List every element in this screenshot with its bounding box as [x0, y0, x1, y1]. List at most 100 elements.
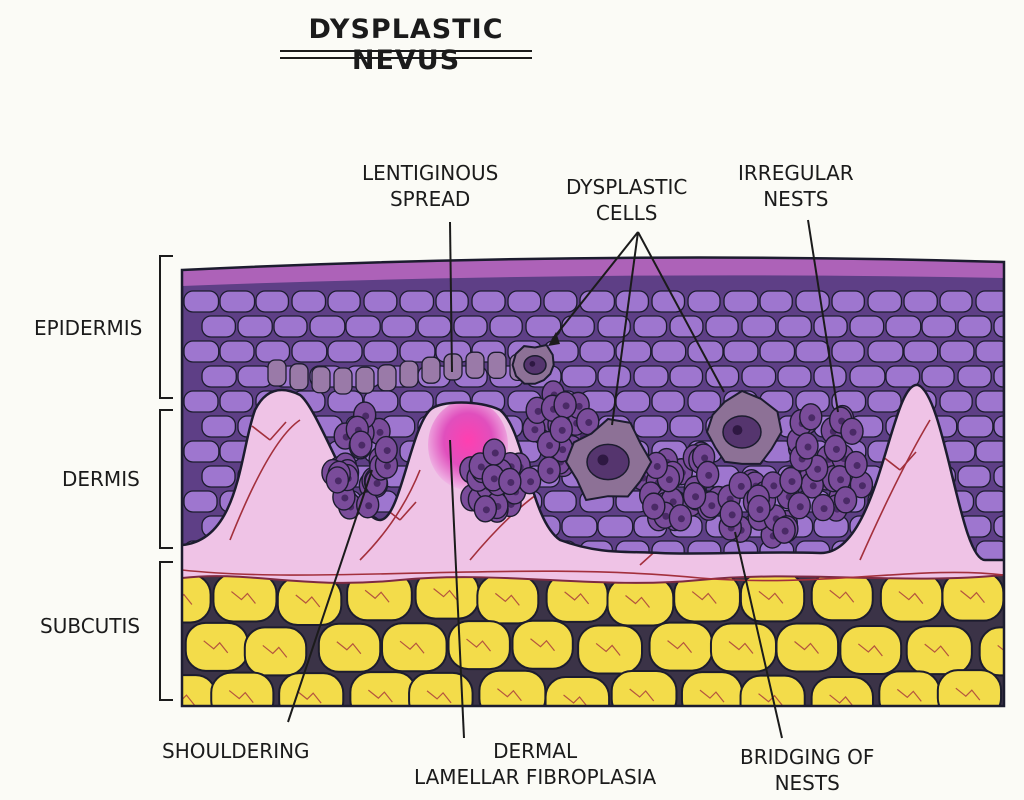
nevus-nucleus	[358, 441, 366, 449]
fat-vessel	[367, 689, 393, 703]
keratinocyte	[903, 340, 939, 363]
keratinocyte	[993, 365, 1004, 388]
nevus-nucleus	[491, 449, 499, 457]
nevus-nucleus	[809, 482, 817, 490]
fat-lobules	[182, 569, 1004, 706]
fat-cell	[278, 672, 345, 706]
fat-vessel	[182, 592, 193, 605]
nevus-nucleus	[490, 475, 498, 483]
dermal-vessel	[229, 419, 301, 541]
keratinocyte	[939, 290, 973, 313]
fat-vessel	[667, 640, 693, 653]
fat-cell	[606, 576, 675, 627]
keratinocyte	[201, 465, 236, 488]
fat-cell	[184, 621, 249, 672]
keratinocyte	[939, 390, 973, 413]
keratinocyte	[651, 340, 687, 363]
keratinocyte	[399, 340, 436, 363]
keratinocyte	[327, 290, 361, 313]
keratinocyte	[687, 340, 724, 363]
junctional-cell	[487, 351, 507, 379]
nevus-nucleus	[477, 463, 485, 471]
keratinocyte	[831, 340, 865, 363]
keratinocyte	[615, 290, 650, 313]
nucleolus	[732, 425, 743, 436]
layer-brackets	[159, 255, 173, 701]
fat-vessel	[433, 588, 459, 601]
fat-cell	[610, 670, 678, 706]
dermal-plexus	[182, 569, 1004, 582]
keratinocyte	[741, 315, 777, 338]
fat-vessel	[625, 595, 650, 608]
keratinocyte	[543, 490, 577, 513]
fat-vessel	[595, 642, 621, 656]
keratinocyte	[813, 365, 847, 388]
keratinocyte	[327, 340, 363, 363]
stratum-corneum	[182, 257, 1004, 286]
keratinocyte	[273, 315, 308, 338]
nevus-nucleus	[832, 445, 840, 453]
nevus-nucleus	[373, 479, 381, 487]
keratinocyte	[183, 340, 220, 363]
fat-vessel	[955, 687, 981, 701]
keratinocyte	[345, 315, 381, 338]
fat-vessel	[262, 644, 288, 658]
nevus-nucleus	[575, 402, 583, 410]
title-underline	[280, 50, 532, 52]
keratinocyte	[831, 290, 865, 313]
fat-vessel	[295, 594, 321, 608]
nevus-nucleus	[482, 506, 490, 514]
dermal-vessel	[859, 419, 931, 561]
junctional-cell	[377, 364, 397, 392]
keratinocyte	[687, 390, 722, 413]
fat-cell	[408, 671, 474, 706]
keratinocyte	[723, 290, 759, 313]
keratinocyte	[669, 415, 704, 438]
keratinocyte	[201, 415, 237, 438]
keratinocyte	[489, 315, 523, 338]
keratinocyte	[183, 390, 219, 413]
dermis-bracket	[159, 409, 173, 549]
nevus-nucleus	[365, 502, 373, 510]
keratinocyte	[633, 315, 668, 338]
nevus-nucleus	[662, 512, 670, 520]
keratinocyte	[615, 390, 651, 413]
keratinocyte	[255, 290, 290, 313]
keratinocyte	[975, 390, 1004, 413]
dysplastic-cells	[511, 343, 783, 502]
keratinocyte	[993, 415, 1004, 438]
nevus-nucleus	[559, 446, 567, 454]
nevus-nucleus	[820, 505, 828, 513]
nevus-nucleus	[334, 477, 342, 485]
fat-vessel	[228, 690, 254, 703]
nevus-nucleus	[804, 443, 812, 451]
fat-vessel	[231, 591, 256, 604]
nevus-nucleus	[849, 428, 857, 436]
fat-vessel	[182, 692, 195, 706]
fat-cell	[648, 621, 714, 672]
keratinocyte	[993, 465, 1004, 488]
keratinocyte	[975, 490, 1004, 513]
nevus-nucleus	[546, 467, 554, 475]
keratinocyte	[777, 315, 812, 338]
keratinocyte	[363, 340, 399, 363]
nevus-nucleus	[692, 493, 700, 501]
fat-vessel	[497, 688, 522, 702]
keratinocyte	[957, 415, 994, 438]
fat-vessel	[399, 640, 425, 654]
fat-cell	[182, 573, 212, 624]
fat-cell	[381, 622, 448, 673]
nevus-nucleus	[383, 447, 391, 455]
keratinocyte	[399, 290, 435, 313]
bridging-leader	[734, 531, 783, 739]
keratinocyte	[291, 290, 327, 313]
fat-vessel	[494, 592, 520, 606]
subcutis-bracket	[159, 561, 173, 701]
keratinocyte	[759, 290, 793, 313]
label-shouldering: SHOULDERING	[162, 739, 310, 763]
keratinocyte	[975, 340, 1004, 363]
fat-vessel	[364, 589, 390, 603]
nevus-nucleus	[362, 412, 370, 420]
fat-cell	[478, 669, 547, 706]
